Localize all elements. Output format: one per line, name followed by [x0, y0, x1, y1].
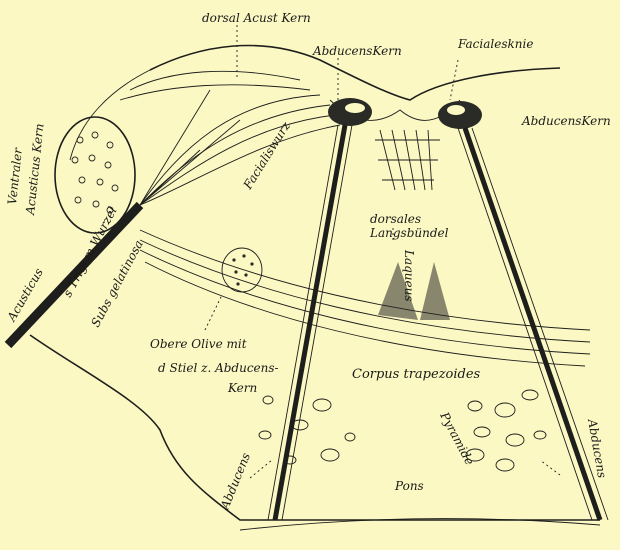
label-lagueus: Laqueus [402, 249, 416, 302]
label-facialiswurzel: Facialiswurz [240, 119, 293, 193]
label-dorsal-acust-kern: dorsal Acust Kern [202, 11, 311, 25]
label-abducenskern-left: AbducensKern [312, 44, 402, 58]
label-dorsales: dorsales [370, 212, 421, 226]
abducens-nucleus-right [438, 101, 482, 129]
label-facialesknie: Facialesknie [457, 37, 533, 51]
pyramidal-bundles [259, 390, 546, 471]
label-pons: Pons [394, 479, 424, 493]
label-abducens-right: Abducens [585, 417, 609, 479]
label-corpus-trapezoides: Corpus trapezoides [352, 367, 481, 382]
label-langsbundel: Langsbündel [369, 226, 449, 240]
label-acusticuskern: Acusticus Kern [23, 123, 47, 217]
label-abducens-left: Abducens [217, 451, 253, 512]
acusticus-fibre-fan [120, 71, 340, 205]
abducens-nucleus-left [328, 98, 372, 126]
label-ventraler: Ventraler [5, 146, 25, 205]
ventral-acusticus-nucleus [55, 117, 135, 233]
label-obere-olive-3: Kern [227, 381, 257, 395]
label-obere-olive-2: d Stiel z. Abducens- [158, 361, 279, 375]
label-abducenskern-right: AbducensKern [521, 114, 611, 128]
abducens-tracts [268, 125, 608, 520]
label-obere-olive-1: Obere Olive mit [150, 337, 247, 351]
figure-labels: dorsal Acust Kern AbducensKern Facialesk… [4, 11, 611, 512]
dorsal-longitudinal-fasciculus [375, 130, 440, 190]
label-pyramide: Pyramide [437, 409, 477, 467]
